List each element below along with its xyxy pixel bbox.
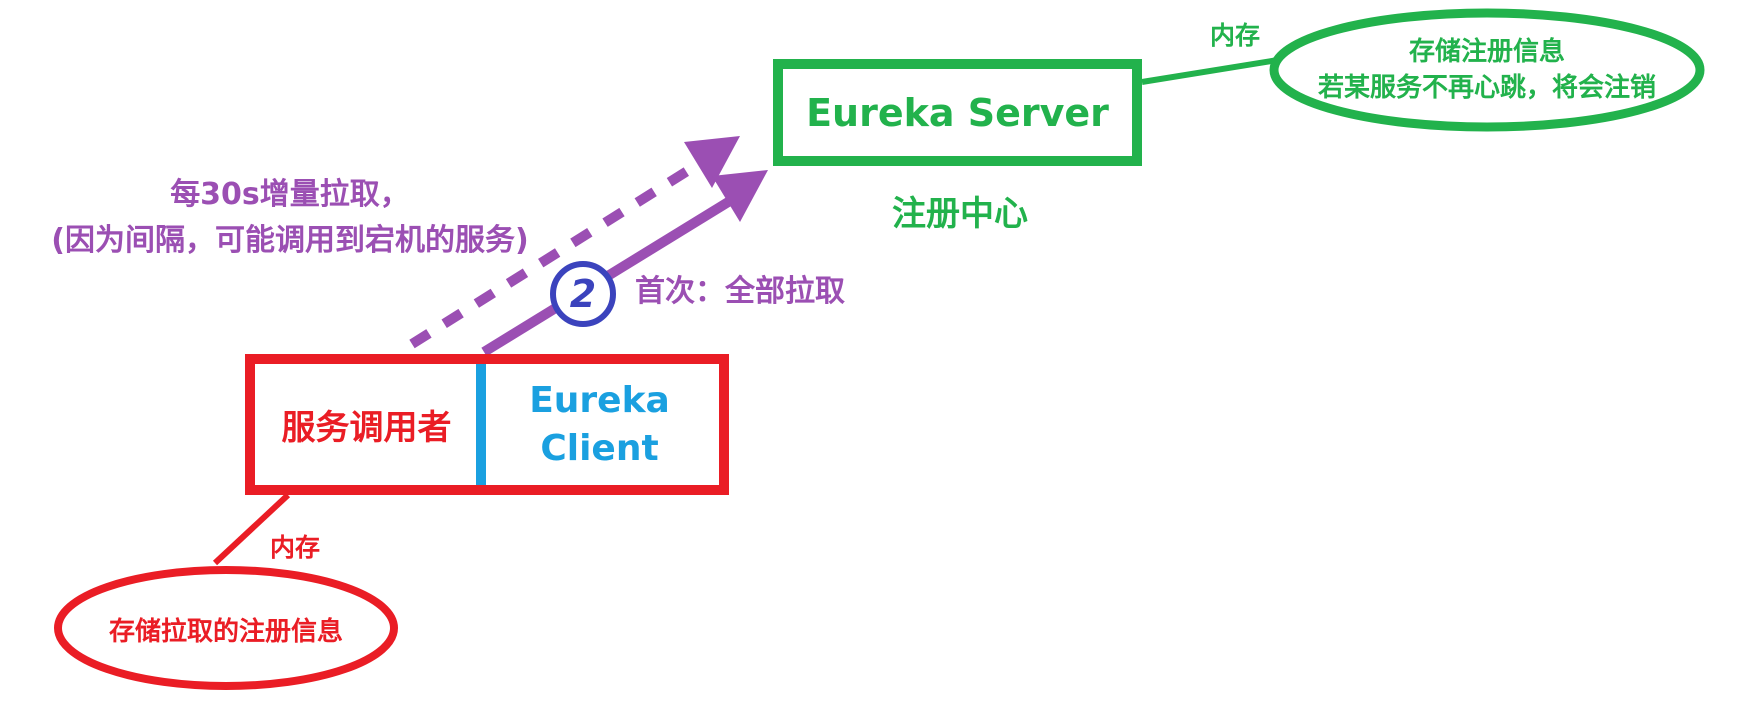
registry-center-label: 注册中心 bbox=[892, 194, 1028, 234]
incremental-fetch-arrowhead bbox=[684, 136, 740, 188]
service-caller-box bbox=[245, 354, 729, 495]
eureka-client-line-2: Client bbox=[540, 427, 659, 469]
step-badge-circle bbox=[550, 261, 616, 327]
eureka-client-label: Eureka Client bbox=[480, 364, 719, 485]
client-memory-connector bbox=[212, 492, 291, 566]
eureka-server-title: Eureka Server bbox=[806, 90, 1109, 135]
server-memory-label: 内存 bbox=[1210, 21, 1261, 50]
incremental-fetch-line-2: (因为间隔，可能调用到宕机的服务) bbox=[51, 223, 529, 258]
eureka-client-line-1: Eureka bbox=[529, 379, 670, 421]
service-caller-label: 服务调用者 bbox=[281, 408, 452, 448]
eureka-server-box bbox=[773, 59, 1142, 166]
server-storage-description: 存储注册信息 若某服务不再心跳，将会注销 bbox=[1274, 24, 1700, 116]
client-storage-ellipse bbox=[54, 566, 398, 690]
incremental-fetch-note: 每30s增量拉取， (因为间隔，可能调用到宕机的服务) bbox=[0, 172, 580, 264]
first-fetch-arrow bbox=[481, 191, 741, 357]
client-memory-label: 内存 bbox=[270, 533, 321, 562]
server-memory-connector bbox=[1141, 57, 1279, 85]
server-storage-ellipse bbox=[1269, 8, 1705, 132]
client-storage-description: 存储拉取的注册信息 bbox=[108, 616, 343, 647]
step-number-badge: 2 bbox=[569, 272, 597, 316]
first-fetch-arrowhead bbox=[712, 170, 768, 222]
server-storage-line-1: 存储注册信息 bbox=[1408, 37, 1565, 67]
incremental-fetch-line-1: 每30s增量拉取， bbox=[170, 177, 410, 212]
first-fetch-note: 首次：全部拉取 bbox=[635, 274, 845, 309]
server-storage-line-2: 若某服务不再心跳，将会注销 bbox=[1317, 73, 1656, 103]
